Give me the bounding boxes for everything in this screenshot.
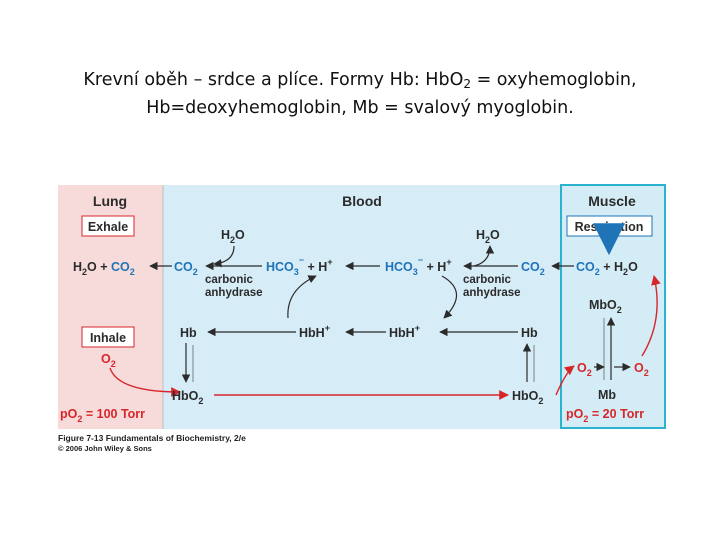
co2-blood-left: CO2: [174, 260, 198, 277]
slide-title-line-2: Hb=deoxyhemoglobin, Mb = svalový myoglob…: [146, 98, 574, 118]
hbo2-left: HbO2: [172, 389, 203, 406]
blood-heading: Blood: [342, 193, 382, 209]
lung-exhaled-products: H2O + CO2: [73, 260, 135, 277]
blood-panel: [163, 185, 560, 429]
muscle-respiration-products: CO2 + H2O: [576, 260, 638, 277]
o2-muscle-right: O2: [634, 361, 649, 378]
caption-line-2: © 2006 John Wiley & Sons: [58, 444, 152, 453]
hbh-left: HbH+: [299, 323, 330, 340]
proton-curve-right: [441, 275, 458, 319]
muscle-po2: pO2 = 20 Torr: [566, 407, 644, 424]
mb-muscle: Mb: [598, 388, 616, 402]
enzyme-left-line1: carbonic: [205, 274, 254, 286]
lung-po2: pO2 = 100 Torr: [60, 407, 145, 424]
h2o-consume-right-curve: [473, 245, 495, 267]
slide-title-line-1: Krevní oběh – srdce a plíce. Formy Hb: H…: [83, 70, 637, 91]
caption-line-1: Figure 7-13 Fundamentals of Biochemistry…: [58, 433, 246, 443]
inhale-o2-curve: [109, 367, 181, 397]
muscle-heading: Muscle: [588, 193, 636, 209]
co2-blood-right: CO2: [521, 260, 545, 277]
inhale-label: Inhale: [90, 331, 126, 345]
proton-curve-left: [287, 275, 317, 319]
exhale-box: [81, 215, 135, 237]
hbo2-right: HbO2: [512, 389, 543, 406]
h2o-left-top: H2O: [221, 228, 245, 245]
o2-consumed-respiration-curve: [641, 275, 661, 357]
hco3-blood-right: HCO3− + H+: [385, 255, 452, 277]
o2-inhaled: O2: [101, 352, 116, 369]
mbo2-muscle: MbO2: [589, 298, 622, 315]
slide-title: Krevní oběh – srdce a plíce. Formy Hb: H…: [0, 68, 720, 120]
hb-left: Hb: [180, 326, 197, 340]
respiration-label: Respiration: [575, 220, 644, 234]
o2-muscle-left: O2: [577, 361, 592, 378]
enzyme-right-line1: carbonic: [463, 274, 512, 286]
hb-right: Hb: [521, 326, 538, 340]
enzyme-left-line2: anhydrase: [205, 287, 263, 299]
hbh-right: HbH+: [389, 323, 420, 340]
exhale-label: Exhale: [88, 220, 128, 234]
h2o-release-left-curve: [213, 245, 235, 268]
h2o-right-top: H2O: [476, 228, 500, 245]
hbo2-release-o2-curve: [555, 365, 575, 396]
figure-caption: Figure 7-13 Fundamentals of Biochemistry…: [58, 433, 246, 454]
hco3-blood-left: HCO3− + H+: [266, 255, 333, 277]
enzyme-right-line2: anhydrase: [463, 287, 521, 299]
lung-heading: Lung: [93, 193, 127, 209]
inhale-box: [81, 326, 135, 348]
